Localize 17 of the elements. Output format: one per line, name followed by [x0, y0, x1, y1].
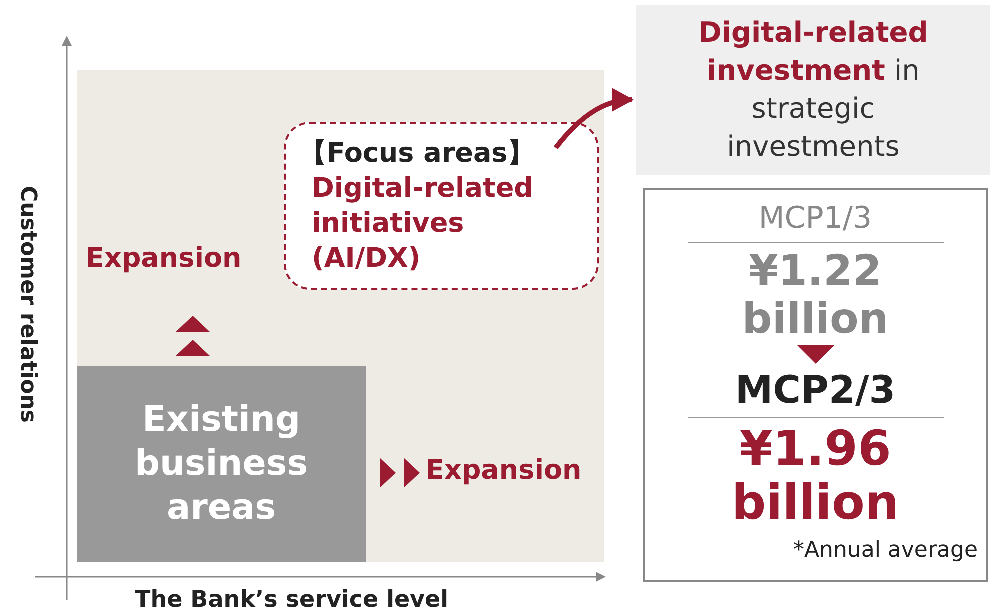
expansion-label: Expansion [426, 455, 582, 486]
focus-box [284, 122, 599, 290]
amount-text: ¥1.22 billion [741, 247, 890, 343]
investment-text: Digital-related investment in strategic investments [698, 15, 930, 165]
focus-heading: 【Focus areas】 [300, 137, 535, 171]
period-label: MCP1/3 [758, 200, 872, 238]
focus-text: Digital-related initiatives (AI/DX) [312, 172, 534, 276]
footnote: *Annual average [793, 537, 978, 565]
period-label: MCP2/3 [735, 367, 896, 414]
area-box [77, 366, 366, 562]
amount-text: ¥1.96 billion [730, 422, 900, 530]
axis-title: The Bank’s service level [135, 587, 449, 613]
figures-box [643, 188, 988, 582]
expansion-label: Expansion [86, 243, 242, 274]
node-label: Existing business areas [134, 399, 310, 530]
axis-title: Customer relations [16, 185, 40, 425]
curved-arrow [554, 88, 634, 150]
